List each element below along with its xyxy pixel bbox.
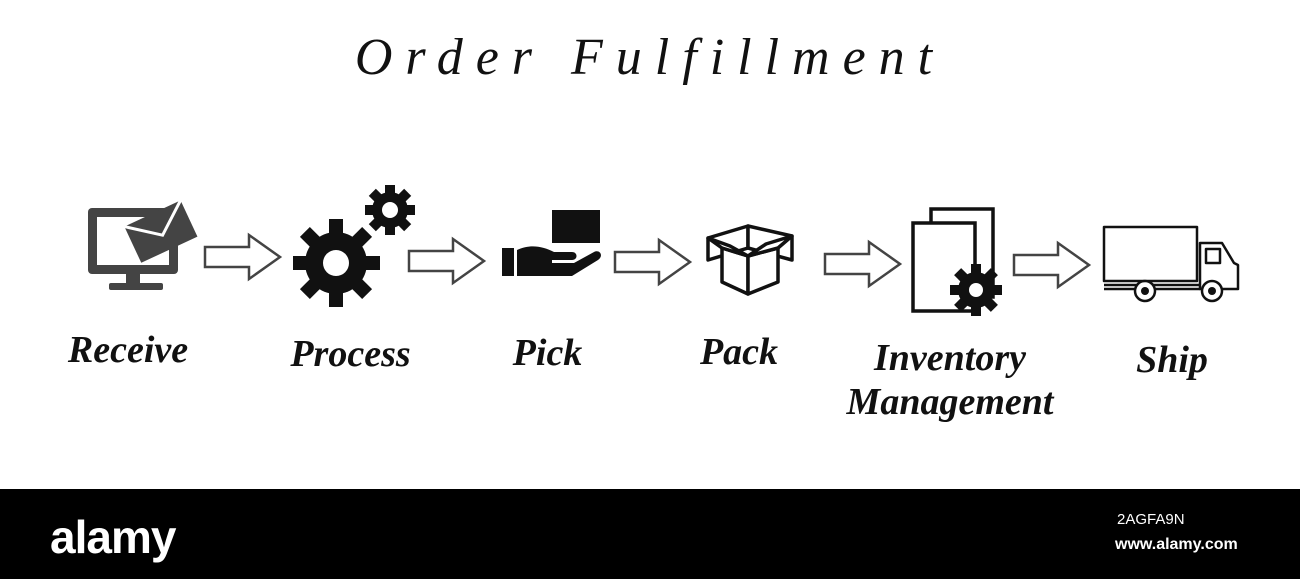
image-id-text: 2AGFA9N <box>1117 511 1185 528</box>
arrow-right-icon <box>407 236 487 286</box>
alamy-logo: alamy <box>50 511 176 563</box>
site-url-text: www.alamy.com <box>1115 536 1238 553</box>
step-label-process: Process <box>290 333 411 375</box>
arrow-right-icon <box>1012 240 1092 290</box>
arrow-right-icon <box>613 237 693 287</box>
computer-mail-icon <box>88 199 198 290</box>
step-label-inventory-management: Inventory Management <box>846 337 1054 423</box>
gears-icon <box>293 185 415 307</box>
diagram-title: Order Fulfillment <box>354 29 946 86</box>
open-box-icon <box>706 224 794 296</box>
documents-gear-icon <box>911 207 1002 316</box>
truck-icon <box>1102 225 1240 303</box>
step-label-receive: Receive <box>67 329 189 371</box>
hand-box-icon <box>502 210 601 276</box>
arrow-right-icon <box>203 232 283 282</box>
watermark-bar <box>0 489 1300 579</box>
step-label-ship: Ship <box>1136 339 1208 381</box>
arrow-right-icon <box>823 239 903 289</box>
step-label-pack: Pack <box>699 331 779 373</box>
step-label-pick: Pick <box>512 332 583 374</box>
